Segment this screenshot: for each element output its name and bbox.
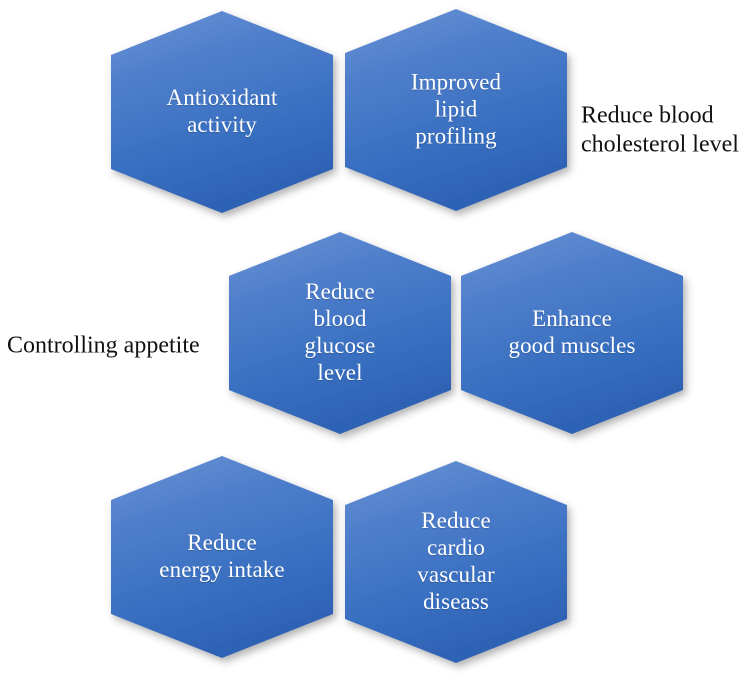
- label-reduce-blood-cholesterol-level: Reduce blood cholesterol level: [581, 102, 739, 158]
- hexagon-improved-lipid-profiling: [345, 9, 567, 211]
- hexagon-reduce-energy-intake: [111, 456, 333, 658]
- label-controlling-appetite: Controlling appetite: [7, 332, 200, 359]
- hexagon-reduce-cardio-vascular-diseass: [345, 461, 567, 663]
- hexagon-antioxidant-activity: [111, 11, 333, 213]
- hexagon-reduce-blood-glucose-level: [229, 232, 451, 434]
- hexagon-enhance-good-muscles: [461, 232, 683, 434]
